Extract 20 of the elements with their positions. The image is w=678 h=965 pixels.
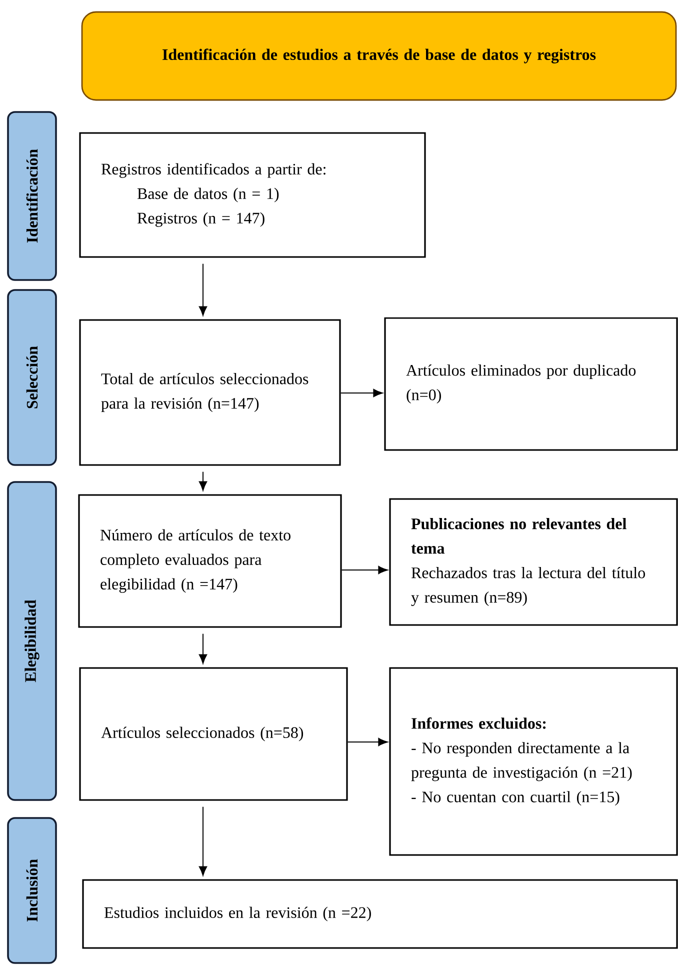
arrow [198,633,208,664]
arrow [198,471,208,491]
phase-band: Identificación [7,111,57,281]
arrow [341,566,388,574]
phase-band: Selección [7,289,57,466]
phase-band: Elegibilidad [7,481,57,801]
arrow [198,263,208,316]
process-box: Número de artículos de texto completo evaluados para elegibilidad (n =147) [78,494,342,628]
arrow [340,388,383,398]
process-box: Total de artículos seleccionados para la revisión (n=147) [79,319,341,466]
exclusion-box: Publicaciones no relevantes del tema Rechazados tras la lectura del título y resumen (n=89) [389,498,678,626]
process-box: Registros identificados a partir de: Base de datos (n = 1) Registros (n = 147) [79,132,426,258]
exclusion-box: Informes excluidos: - No responden directamente a la pregunta de investigación (n =21) - No cuentan con cuartil (n=15) [389,667,678,856]
exclusion-box: Artículos eliminados por duplicado (n=0) [384,317,678,451]
title-banner: Identificación de estudios a través de base de datos y registros [81,11,677,101]
arrow [198,806,208,876]
phase-band: Inclusión [7,817,57,964]
arrow [347,738,388,746]
process-box: Estudios incluidos en la revisión (n =22) [82,879,678,949]
process-box: Artículos seleccionados (n=58) [79,667,348,801]
